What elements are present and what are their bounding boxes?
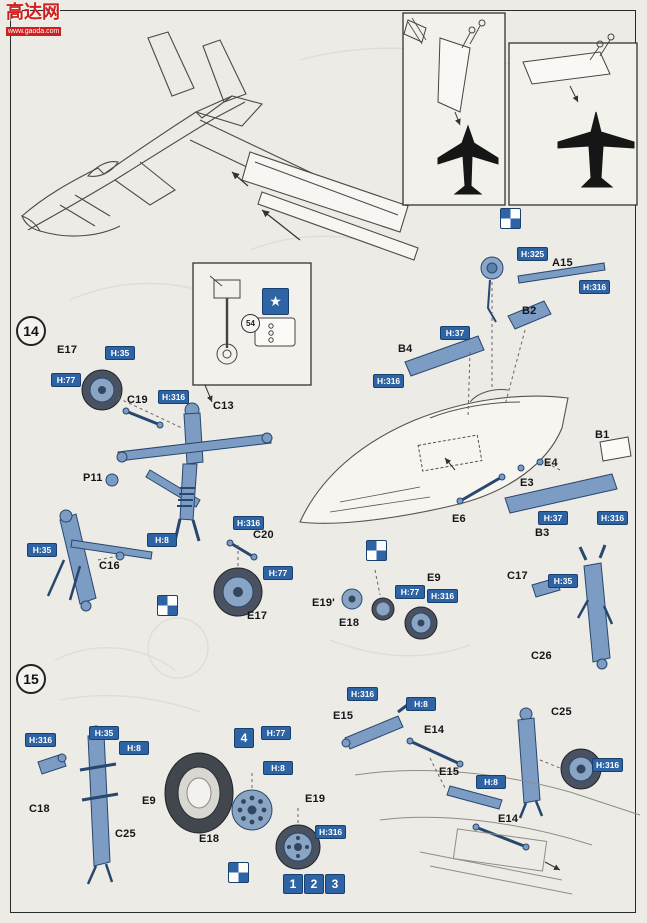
part-label: E18 (339, 617, 360, 629)
paint-callout: H:35 (89, 726, 119, 740)
step15-mid-parts (341, 701, 530, 851)
paint-callout: H:35 (27, 543, 57, 557)
fuselage-underside-drawing (354, 770, 641, 895)
part-label: C25 (551, 706, 572, 718)
part-label: E19' (312, 597, 335, 609)
part-label: C16 (99, 560, 120, 572)
paint-callout: H:8 (147, 533, 177, 547)
paint-callout: H:316 (315, 825, 347, 839)
wing-panel-pieces (241, 151, 419, 261)
step15-right-parts (517, 707, 602, 819)
part-label: B3 (535, 527, 550, 539)
step14-wheels (81, 369, 263, 617)
part-label: C26 (531, 650, 552, 662)
part-label: E15 (333, 710, 354, 722)
assembly-arrow (261, 209, 301, 241)
part-label: C13 (213, 400, 234, 412)
paint-callout: H:316 (25, 733, 57, 747)
part-label: A15 (552, 257, 573, 269)
part-label: E18 (199, 833, 220, 845)
part-label: B4 (398, 343, 413, 355)
step-number-15: 15 (16, 664, 46, 694)
paint-callout: H:316 (158, 390, 190, 404)
part-label: E17 (247, 610, 268, 622)
paint-callout: H:77 (395, 585, 425, 599)
part-label: C17 (507, 570, 528, 582)
step15-left-parts (37, 725, 119, 885)
part-label: E4 (544, 457, 558, 469)
part-label: C20 (253, 529, 274, 541)
part-label: E3 (520, 477, 534, 489)
watermark: 高达网 www.gaoda.com (6, 2, 62, 37)
sequence-badge-2: 2 (304, 874, 324, 894)
circled-part-number: 54 (241, 314, 260, 333)
watermark-title: 高达网 (6, 2, 60, 22)
paint-callout: H:37 (440, 326, 470, 340)
part-label: B1 (595, 429, 610, 441)
part-label: E14 (498, 813, 519, 825)
paint-callout: H:316 (592, 758, 624, 772)
nose-fuselage-drawing (299, 389, 569, 524)
paint-callout: H:316 (347, 687, 379, 701)
paint-callout: H:77 (261, 726, 291, 740)
part-label: E17 (57, 344, 78, 356)
step15-guides (251, 757, 561, 823)
sequence-badge-3: 3 (325, 874, 345, 894)
checkered-symbol-icon (157, 595, 178, 616)
watermark-subtitle: www.gaoda.com (6, 27, 62, 36)
paint-callout: H:77 (51, 373, 81, 387)
paint-callout: H:316 (373, 374, 405, 388)
paint-callout: H:37 (538, 511, 568, 525)
assembly-arrow (444, 457, 456, 471)
part-label: E14 (424, 724, 445, 736)
part-b1-shape (599, 436, 632, 462)
paint-callout: H:77 (263, 566, 293, 580)
part-label: C18 (29, 803, 50, 815)
paint-callout: H:316 (579, 280, 611, 294)
part-label: E9 (427, 572, 441, 584)
part-label: B2 (522, 305, 537, 317)
part-label: P11 (83, 472, 103, 484)
part-label: E9 (142, 795, 156, 807)
part-label: E6 (452, 513, 466, 525)
star-symbol-icon: ★ (262, 288, 289, 315)
assembly-arrow (231, 171, 249, 187)
paint-callout: H:316 (597, 511, 629, 525)
checkered-symbol-icon (228, 862, 249, 883)
right-assembly-parts (404, 256, 618, 514)
part-label: E15 (439, 766, 460, 778)
paint-callout: H:35 (548, 574, 578, 588)
step-number-14: 14 (16, 316, 46, 346)
paint-callout: H:8 (406, 697, 436, 711)
paint-callout: H:8 (263, 761, 293, 775)
paint-callout: H:316 (427, 589, 459, 603)
paint-callout: H:325 (517, 247, 549, 261)
paint-callout: H:8 (119, 741, 149, 755)
checkered-symbol-icon (366, 540, 387, 561)
part-label: E19 (305, 793, 326, 805)
part-label: C25 (115, 828, 136, 840)
right-assembly-guides (467, 282, 561, 471)
step14-gear-parts (46, 402, 273, 612)
option-badge-4: 4 (234, 728, 254, 748)
checkered-symbol-icon (500, 208, 521, 229)
step15-wheels (164, 752, 321, 870)
paint-callout: H:35 (105, 346, 135, 360)
paint-callout: H:316 (233, 516, 265, 530)
sequence-badge-1: 1 (283, 874, 303, 894)
inset-box-left (402, 12, 506, 206)
part-label: C19 (127, 394, 148, 406)
paint-callout: H:8 (476, 775, 506, 789)
middle-wheels (341, 569, 438, 640)
inset-box-right (508, 33, 638, 206)
